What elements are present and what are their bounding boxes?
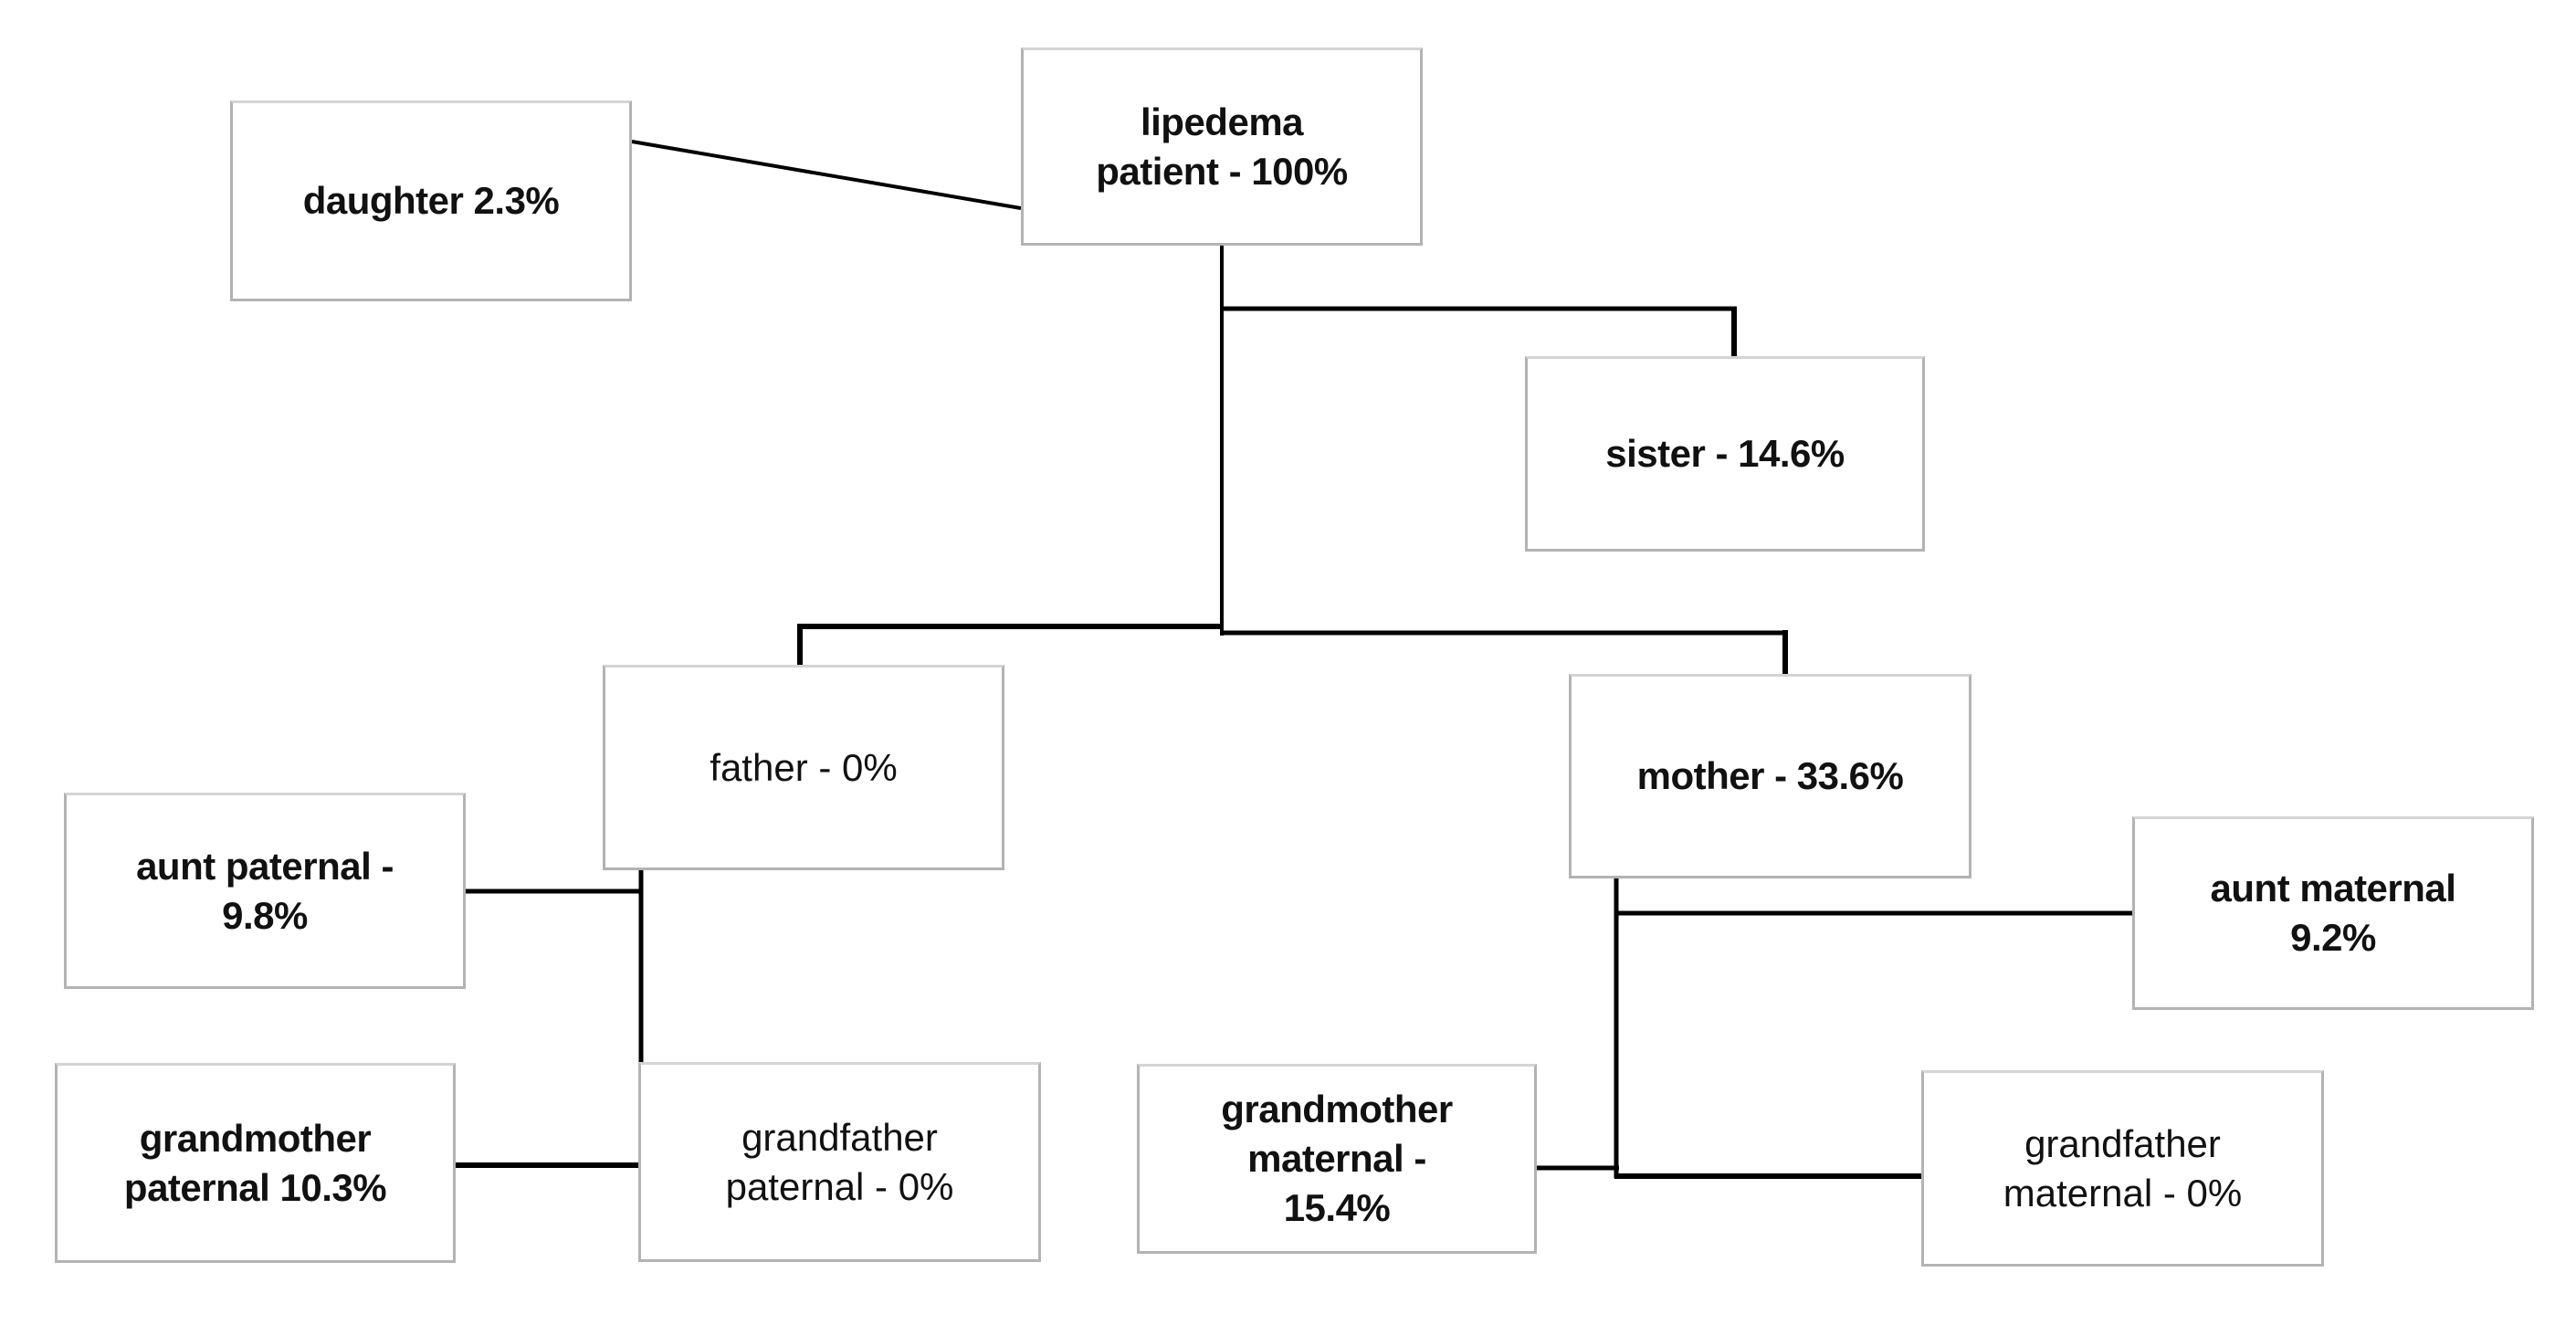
node-grandmother-paternal: grandmother paternal 10.3% (55, 1063, 456, 1263)
connector-daughter-patient (631, 140, 1022, 210)
node-lipedema-patient-label: lipedema patient - 100% (1096, 100, 1348, 193)
node-lipedema-patient: lipedema patient - 100% (1021, 47, 1423, 246)
node-daughter: daughter 2.3% (230, 100, 632, 301)
node-mother: mother - 33.6% (1569, 674, 1971, 878)
node-sister: sister - 14.6% (1525, 356, 1925, 552)
node-grandfather-maternal: grandfather maternal - 0% (1921, 1070, 2324, 1267)
node-sister-label: sister - 14.6% (1605, 432, 1845, 476)
node-mother-label: mother - 33.6% (1636, 754, 1904, 798)
node-father-label: father - 0% (710, 745, 898, 789)
node-grandmother-paternal-label: grandmother paternal 10.3% (123, 1116, 387, 1209)
node-grandmother-maternal-label: grandmother maternal - 15.4% (1221, 1088, 1453, 1229)
node-grandmother-maternal: grandmother maternal - 15.4% (1137, 1064, 1537, 1254)
node-father: father - 0% (603, 665, 1004, 870)
node-daughter-label: daughter 2.3% (302, 179, 560, 223)
node-grandfather-paternal-label: grandfather paternal - 0% (725, 1115, 954, 1208)
node-aunt-maternal: aunt maternal 9.2% (2132, 816, 2534, 1010)
node-aunt-paternal: aunt paternal - 9.8% (64, 793, 466, 989)
node-aunt-paternal-label: aunt paternal - 9.8% (136, 844, 394, 937)
node-grandfather-paternal: grandfather paternal - 0% (638, 1062, 1041, 1262)
node-grandfather-maternal-label: grandfather maternal - 0% (2003, 1121, 2243, 1215)
node-aunt-maternal-label: aunt maternal 9.2% (2210, 867, 2456, 959)
